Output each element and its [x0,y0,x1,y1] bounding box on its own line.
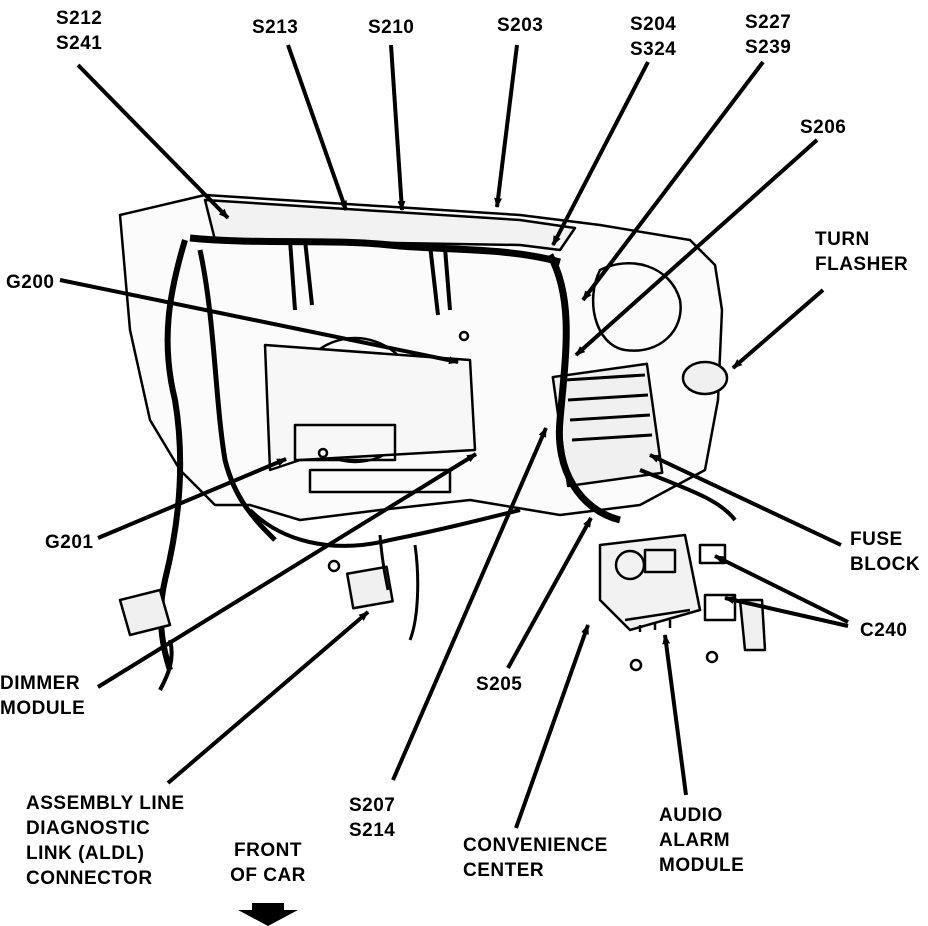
label-line: S214 [349,820,396,841]
label-line: S212 [56,8,103,29]
label-s203: S203 [497,15,544,36]
label-line: AUDIO [659,805,723,826]
arrow-audio-alarm-module [662,634,688,796]
label-line: OF CAR [230,865,306,886]
label-g200: G200 [6,272,55,293]
label-s206: S206 [800,117,847,138]
top-harness [189,234,561,266]
arrow-s213 [286,44,348,211]
arrow-c240-b [724,596,849,628]
label-audio-alarm-module: AUDIO ALARM MODULE [659,803,744,878]
label-s207-s214: S207 S214 [349,793,395,843]
cluster-carrier [263,343,477,472]
label-s213: S213 [252,17,299,38]
label-aldl-connector: ASSEMBLY LINE DIAGNOSTIC LINK (ALDL) CON… [26,791,185,891]
label-line: S207 [349,795,396,816]
label-line: S241 [56,33,103,54]
label-line: TURN [815,229,870,250]
arrow-s212-s241 [76,63,230,220]
label-s204-s324: S204 S324 [630,12,676,62]
right-harness [546,253,621,524]
fuse-block-body [551,362,664,488]
label-s227-s239: S227 S239 [745,10,791,60]
instrument-panel-assembly [118,193,767,691]
arrow-aldl [166,610,370,785]
label-dimmer-module: DIMMER MODULE [0,671,85,721]
label-line: S324 [630,39,677,60]
label-line: MODULE [0,698,86,719]
arrow-s227-s239 [581,60,765,302]
label-c240: C240 [860,620,908,641]
label-s210: S210 [368,17,415,38]
label-line: ALARM [659,830,731,851]
arrow-s203 [494,44,519,208]
front-arrow-icon [238,903,298,926]
arrow-fuse-block [649,453,842,547]
label-line: DIAGNOSTIC [26,818,151,839]
label-line: DIMMER [0,673,81,694]
label-g201: G201 [45,532,94,553]
aldl-connector-body [345,565,394,610]
arrow-s205 [506,517,593,669]
arrow-dimmer-module [96,452,478,689]
arrow-s206 [574,138,819,357]
label-line: CONVENIENCE [463,835,608,856]
label-fuse-block: FUSE BLOCK [850,527,920,577]
label-line: CONNECTOR [26,868,153,889]
label-line: S239 [745,37,792,58]
label-line: S204 [630,14,677,35]
label-s205: S205 [476,674,523,695]
arrow-g200 [59,278,459,365]
label-line: BLOCK [850,554,921,575]
label-line: FLASHER [815,254,909,275]
label-line: FUSE [850,529,903,550]
arrow-turn-flasher [731,288,825,370]
arrow-s204-s324 [551,61,650,246]
leader-arrows [59,44,849,829]
label-s212-s241: S212 S241 [56,6,102,56]
label-line: ASSEMBLY LINE [26,793,185,814]
label-line: S227 [745,12,792,33]
label-convenience-center: CONVENIENCE CENTER [463,833,608,883]
arrow-s210 [389,44,406,211]
label-line: MODULE [659,855,745,876]
arrow-g201 [97,457,287,540]
label-line: CENTER [463,860,545,881]
label-turn-flasher: TURN FLASHER [815,227,908,277]
arrow-c240-a [714,554,849,624]
turn-flasher-body [681,360,729,396]
label-line: LINK (ALDL) [26,843,145,864]
label-front-of-car: FRONT OF CAR [230,838,306,888]
arrow-convenience-center [514,624,590,829]
arrow-s207-s214 [391,427,548,781]
label-line: FRONT [234,840,302,861]
